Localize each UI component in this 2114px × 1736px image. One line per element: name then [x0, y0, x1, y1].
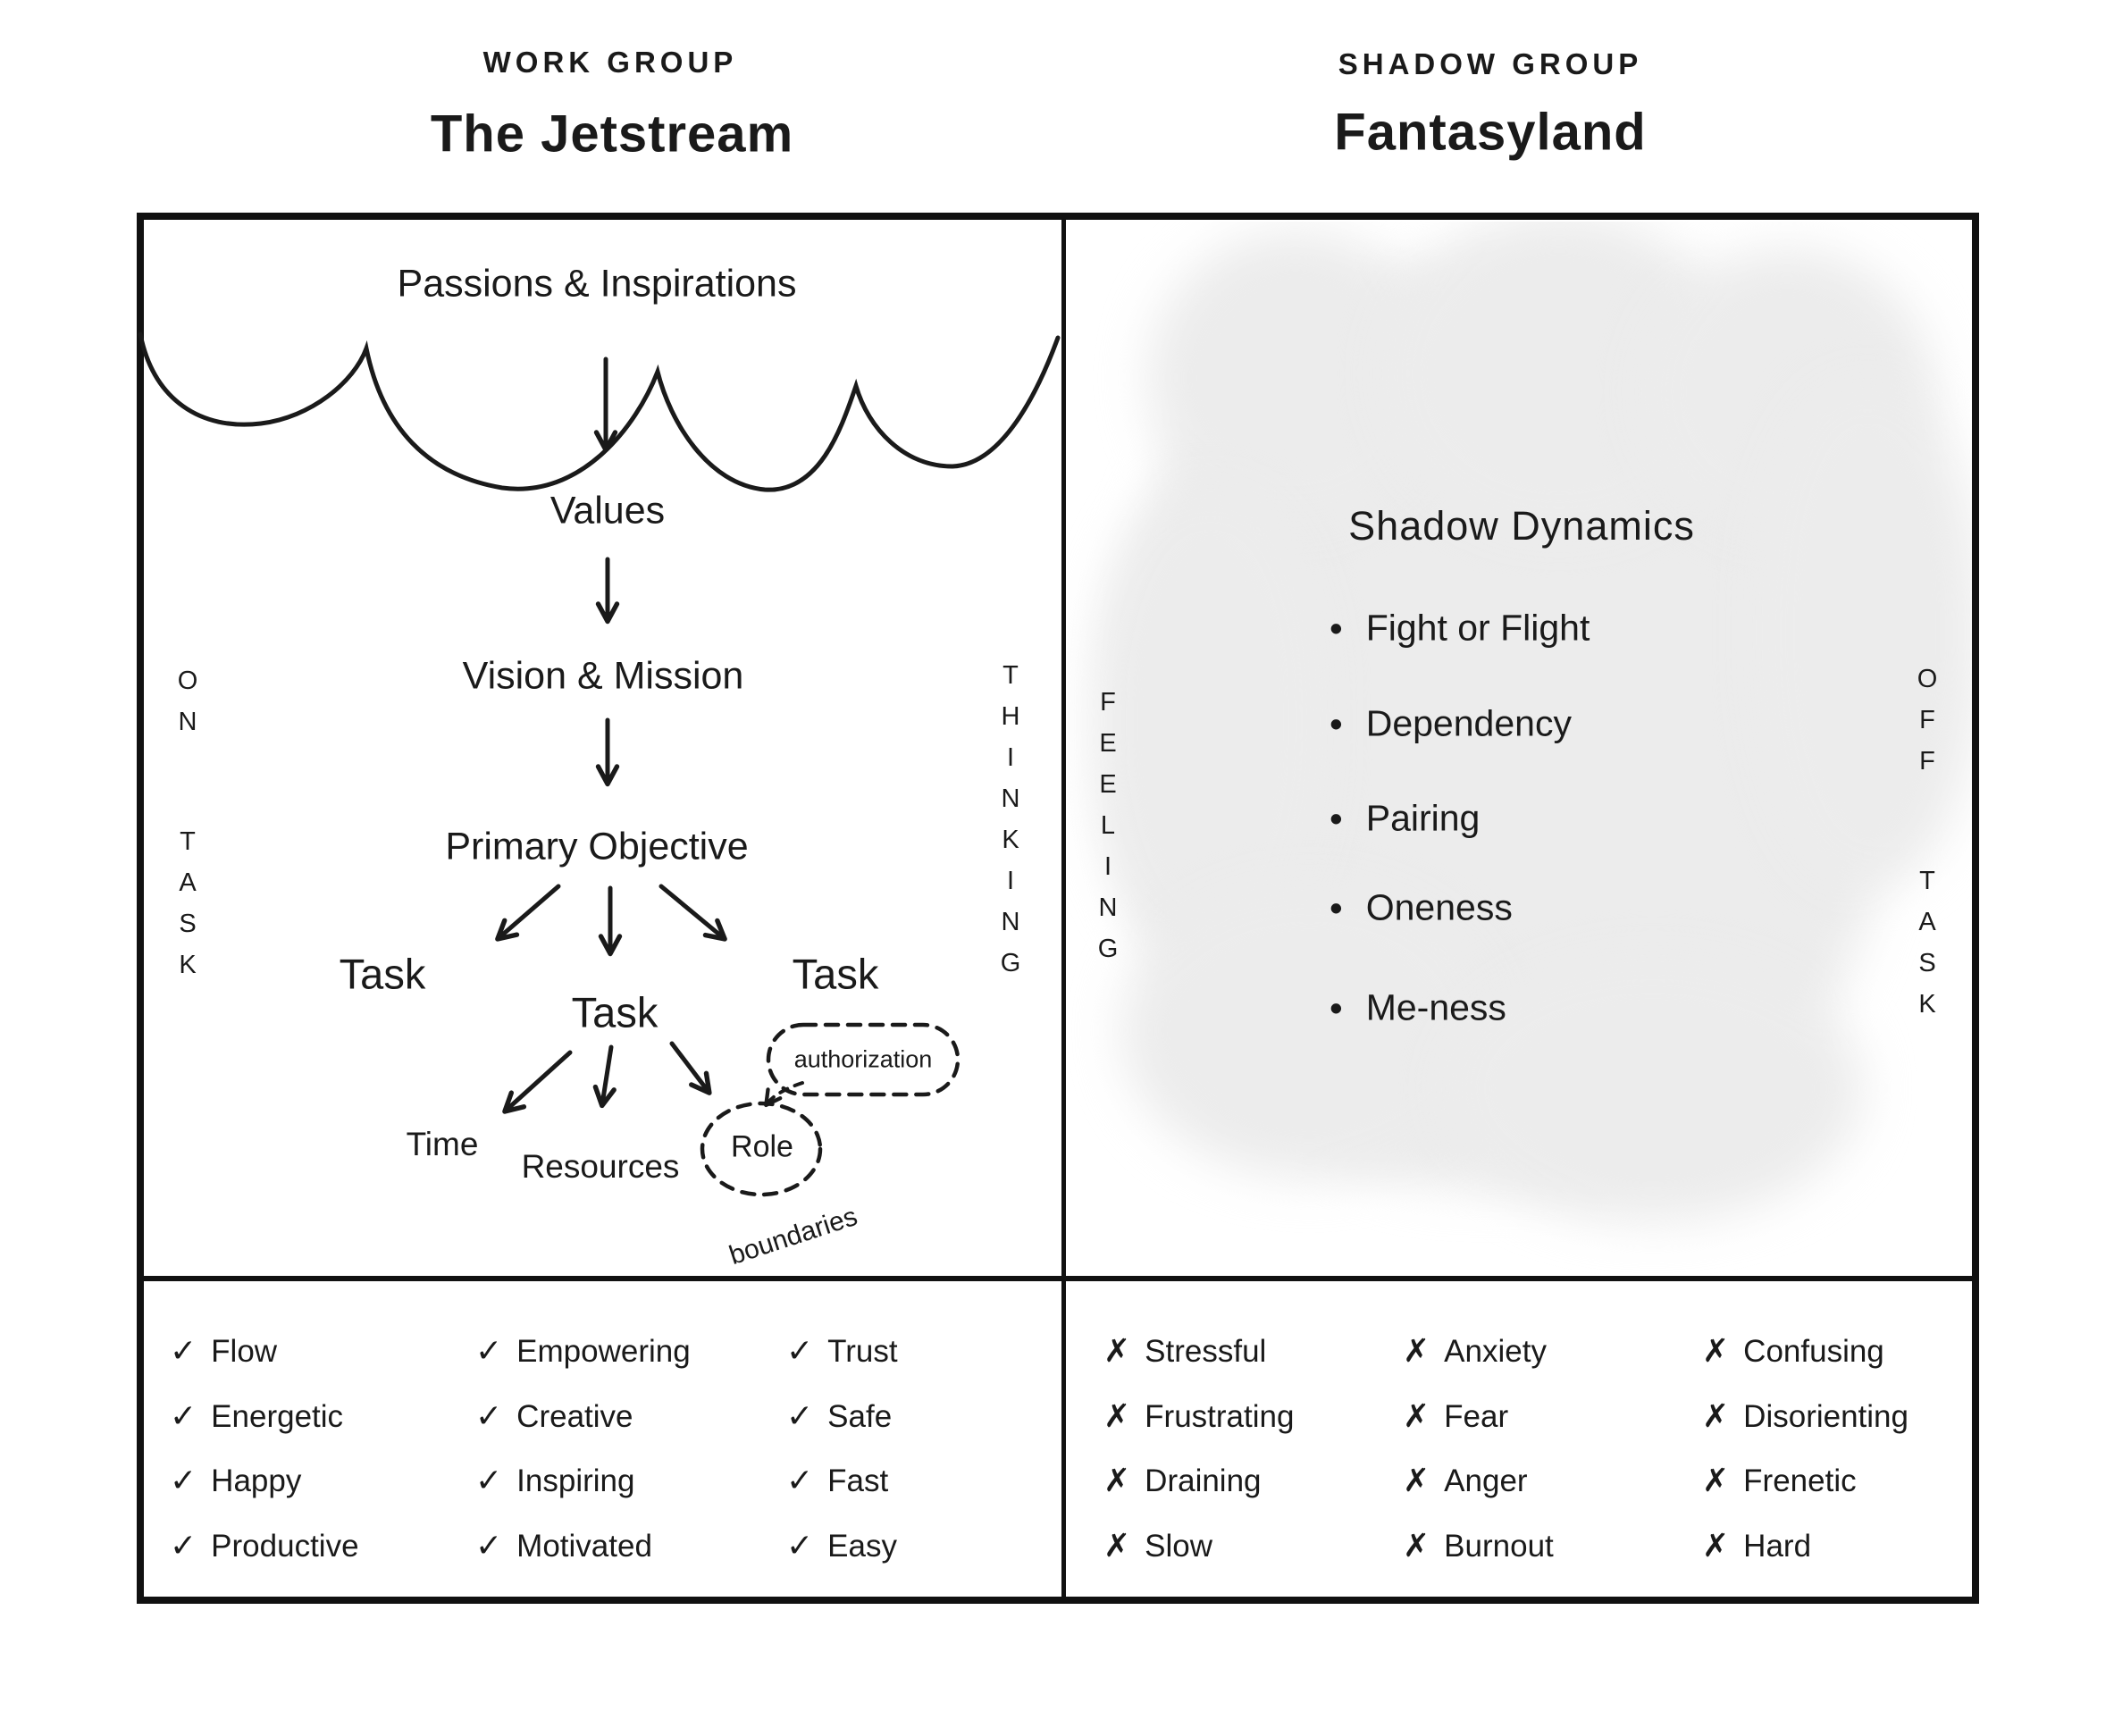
role-label: Role [731, 1129, 793, 1164]
list-item: ✓Energetic [170, 1398, 344, 1435]
cross-icon: ✗ [1702, 1333, 1730, 1370]
work-group-title: The Jetstream [430, 105, 794, 164]
shadow-dynamics-heading: Shadow Dynamics [1348, 503, 1695, 549]
list-item: ✗Confusing [1702, 1333, 1884, 1370]
list-item: ✓Easy [786, 1528, 897, 1564]
check-icon: ✓ [475, 1463, 503, 1499]
list-item: ✓Creative [475, 1398, 633, 1435]
off-task-vertical-label: OFF TASK [1913, 665, 1942, 1031]
on-task-vertical-label: ON TASK [173, 667, 202, 992]
list-item: ✗Fear [1403, 1398, 1509, 1435]
list-item: ✗Disorienting [1702, 1398, 1908, 1435]
shadow-cloud-shading [1068, 222, 1972, 1274]
work-group-kicker: WORK GROUP [482, 46, 738, 79]
check-icon: ✓ [170, 1333, 197, 1370]
vertical-divider [1061, 214, 1066, 1602]
check-icon: ✓ [786, 1463, 814, 1499]
bullet-icon: • [1330, 702, 1343, 744]
list-item: • Me-ness [1330, 986, 1506, 1028]
check-icon: ✓ [786, 1333, 814, 1370]
values-label: Values [549, 489, 666, 533]
list-item: ✗Stressful [1103, 1333, 1267, 1370]
primary-objective-label: Primary Objective [445, 825, 749, 868]
bullet-icon: • [1330, 986, 1343, 1028]
list-item: ✗Frenetic [1702, 1463, 1857, 1499]
list-item: ✓Safe [786, 1398, 893, 1435]
cross-icon: ✗ [1702, 1398, 1730, 1435]
list-item: ✗Anger [1403, 1463, 1528, 1499]
cross-icon: ✗ [1103, 1528, 1131, 1564]
horizontal-divider [138, 1276, 1976, 1281]
cross-icon: ✗ [1403, 1398, 1430, 1435]
check-icon: ✓ [170, 1528, 197, 1564]
bullet-icon: • [1330, 797, 1343, 839]
time-label: Time [406, 1126, 479, 1162]
task-right-label: Task [792, 950, 879, 998]
list-item: ✗Draining [1103, 1463, 1262, 1499]
cross-icon: ✗ [1403, 1463, 1430, 1499]
check-icon: ✓ [475, 1333, 503, 1370]
outer-frame [137, 213, 1979, 1604]
check-icon: ✓ [786, 1528, 814, 1564]
check-icon: ✓ [786, 1398, 814, 1435]
list-item: • Dependency [1330, 702, 1572, 744]
list-item: ✗Anxiety [1403, 1333, 1547, 1370]
cross-icon: ✗ [1403, 1528, 1430, 1564]
resources-label: Resources [521, 1148, 680, 1185]
list-item: ✗Slow [1103, 1528, 1213, 1564]
list-item: ✗Burnout [1403, 1528, 1554, 1564]
shadow-group-kicker: SHADOW GROUP [1338, 47, 1643, 80]
cross-icon: ✗ [1103, 1463, 1131, 1499]
authorization-label: authorization [793, 1045, 933, 1073]
passions-inspirations-label: Passions & Inspirations [397, 262, 797, 306]
list-item: ✓Happy [170, 1463, 302, 1499]
list-item: • Oneness [1330, 886, 1513, 928]
list-item: ✓Inspiring [475, 1463, 635, 1499]
list-item: • Pairing [1330, 797, 1481, 839]
list-item: ✓Trust [786, 1333, 898, 1370]
list-item: ✓Empowering [475, 1333, 691, 1370]
feeling-vertical-label: FEELING [1094, 688, 1122, 976]
list-item: ✓Fast [786, 1463, 889, 1499]
check-icon: ✓ [475, 1398, 503, 1435]
check-icon: ✓ [475, 1528, 503, 1564]
shadow-group-title: Fantasyland [1334, 103, 1647, 162]
check-icon: ✓ [170, 1463, 197, 1499]
list-item: • Fight or Flight [1330, 607, 1590, 649]
bullet-icon: • [1330, 607, 1343, 649]
bullet-icon: • [1330, 886, 1343, 928]
thinking-vertical-label: THINKING [996, 661, 1025, 990]
list-item: ✓Motivated [475, 1528, 652, 1564]
task-mid-label: Task [571, 988, 659, 1036]
check-icon: ✓ [170, 1398, 197, 1435]
cross-icon: ✗ [1103, 1333, 1131, 1370]
list-item: ✗Frustrating [1103, 1398, 1295, 1435]
list-item: ✗Hard [1702, 1528, 1812, 1564]
cross-icon: ✗ [1403, 1333, 1430, 1370]
list-item: ✓Productive [170, 1528, 359, 1564]
task-left-label: Task [339, 950, 426, 998]
list-item: ✓Flow [170, 1333, 278, 1370]
cross-icon: ✗ [1103, 1398, 1131, 1435]
cross-icon: ✗ [1702, 1463, 1730, 1499]
cross-icon: ✗ [1702, 1528, 1730, 1564]
vision-mission-label: Vision & Mission [462, 654, 744, 698]
